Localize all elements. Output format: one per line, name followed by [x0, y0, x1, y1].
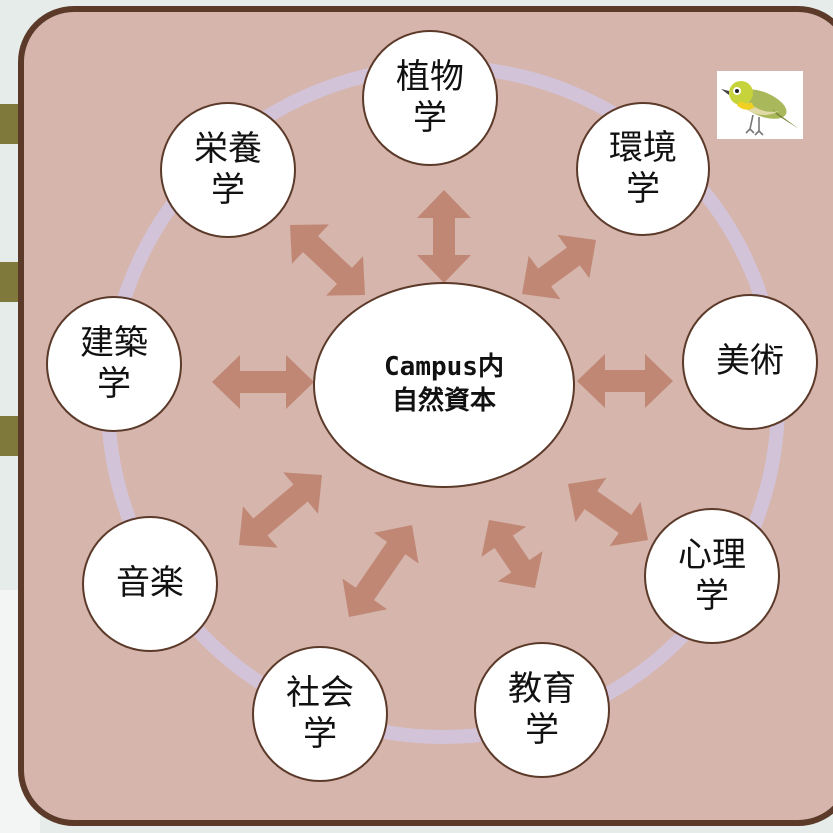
node-architecture: 建築 学 [46, 296, 182, 432]
node-education: 教育 学 [474, 642, 610, 778]
node-nutrition: 栄養 学 [160, 102, 296, 238]
double-arrow [417, 190, 471, 283]
center-node: Campus内 自然資本 [313, 282, 575, 488]
double-arrow [239, 472, 322, 548]
node-environmental-studies: 環境 学 [576, 102, 710, 236]
node-music: 音楽 [82, 516, 218, 652]
double-arrow [481, 520, 543, 588]
white-eye-bird-icon [717, 71, 803, 139]
node-sociology: 社会 学 [252, 646, 388, 782]
center-label-line2: 自然資本 [391, 386, 496, 416]
double-arrow [290, 224, 365, 296]
double-arrow [212, 355, 314, 409]
node-fine-arts: 美術 [682, 294, 818, 430]
double-arrow [577, 354, 673, 408]
node-botany: 植物 学 [362, 30, 498, 166]
double-arrow [342, 525, 419, 617]
double-arrow [522, 234, 596, 300]
center-label-line1: Campus内 [384, 352, 504, 383]
node-psychology: 心理 学 [644, 508, 780, 644]
double-arrow [568, 477, 648, 547]
